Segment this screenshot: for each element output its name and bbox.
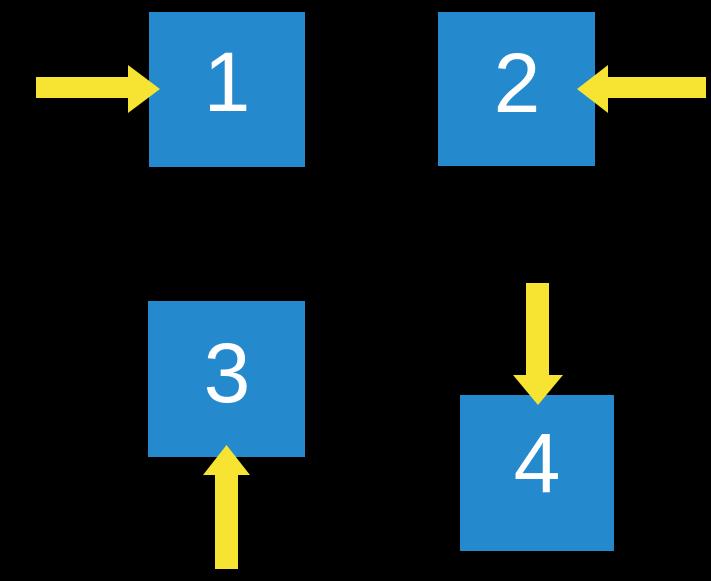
- arrow-left-icon: [577, 65, 706, 113]
- square-4: [460, 395, 614, 551]
- square-1-label: 1: [204, 35, 251, 129]
- square-3-label: 3: [204, 326, 251, 420]
- square-3: [148, 301, 305, 457]
- square-2-label: 2: [494, 36, 541, 130]
- arrow-up-icon: [203, 445, 250, 569]
- square-2: [438, 12, 595, 166]
- square-1: [149, 12, 305, 167]
- arrow-down-icon: [513, 283, 563, 405]
- arrow-right-icon: [36, 65, 160, 113]
- square-4-label: 4: [514, 416, 561, 510]
